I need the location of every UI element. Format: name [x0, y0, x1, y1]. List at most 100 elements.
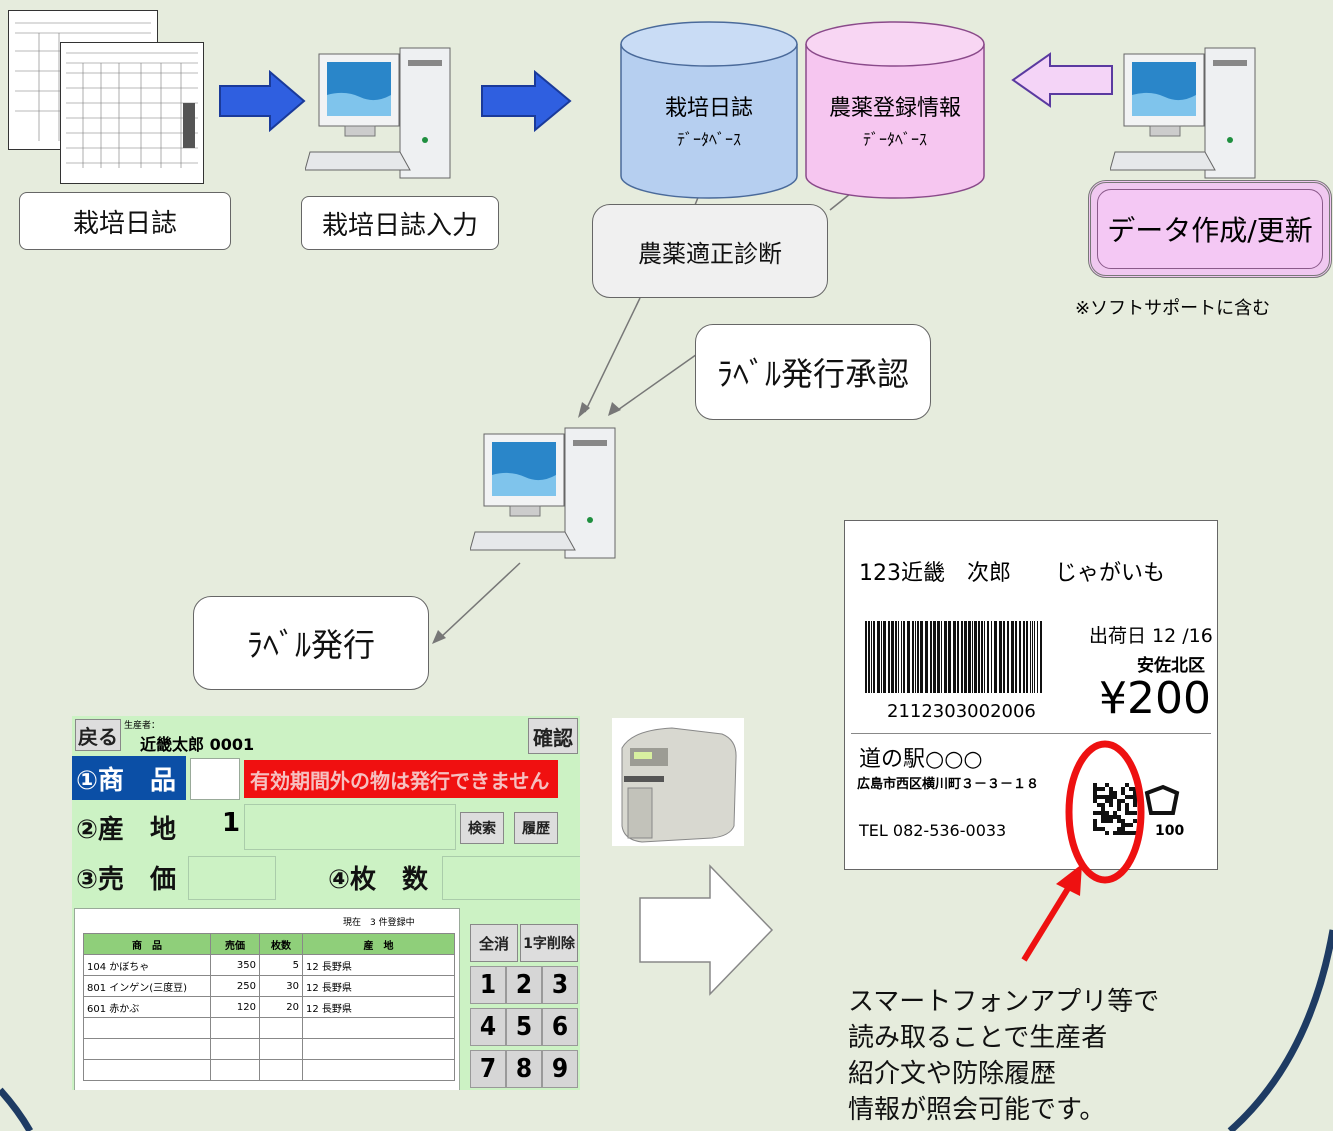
field-price-label[interactable]: ③売 価: [76, 864, 177, 895]
diary-label: 栽培日誌: [72, 208, 177, 239]
table-row[interactable]: 104 かぼちゃ 350 5 12 長野県: [83, 954, 455, 976]
callout-line2: 読み取ることで生産者: [848, 1023, 1108, 1053]
label-divider: [851, 733, 1211, 734]
db-pesticide-text: 農薬登録情報 ﾃﾞｰﾀﾍﾞｰｽ: [804, 90, 986, 150]
field-count-label[interactable]: ④枚 数: [328, 864, 429, 895]
db-pesticide-line2: ﾃﾞｰﾀﾍﾞｰｽ: [862, 130, 927, 149]
support-note: ※ソフトサポートに含む: [1075, 298, 1271, 319]
barcode-icon: [865, 621, 1042, 693]
approval-box: ﾗﾍﾞﾙ発行承認: [695, 324, 931, 420]
field-product-label[interactable]: ①商 品: [72, 756, 186, 800]
label-price: ¥200: [1099, 673, 1211, 724]
status-text: 現在 3 件登録中: [343, 918, 415, 928]
col-price: 売価: [210, 933, 260, 955]
field-price-input[interactable]: [188, 856, 276, 900]
cell-product: 801 インゲン(三度豆): [83, 975, 211, 997]
cell-origin: 12 長野県: [302, 975, 455, 997]
cell-count: 20: [259, 996, 303, 1018]
diagnosis-label: 農薬適正診断: [638, 239, 782, 268]
key-6-button[interactable]: 6: [542, 1008, 578, 1046]
key-2-button[interactable]: 2: [506, 966, 542, 1004]
col-origin: 産 地: [302, 933, 455, 955]
key-9-button[interactable]: 9: [542, 1050, 578, 1088]
document-table-icon: [66, 52, 198, 168]
delete-char-button[interactable]: 1字削除: [520, 924, 578, 962]
confirm-button[interactable]: 確認: [528, 718, 578, 754]
registered-table: 商 品 売価 枚数 産 地 104 かぼちゃ 350 5 12 長野県 801 …: [83, 933, 455, 1081]
diary-document-front: [60, 42, 204, 184]
history-button[interactable]: 履歴: [514, 812, 558, 844]
key-5-button[interactable]: 5: [506, 1008, 542, 1046]
printed-label: 123近畿 次郎 じゃがいも 2112303002006 出荷日 12 /16 …: [844, 520, 1218, 870]
arrow-right-icon: [481, 70, 572, 132]
label-ship-date: 出荷日 12 /16: [1089, 625, 1213, 647]
label-producer: 123近畿 次郎 じゃがいも: [859, 561, 1165, 586]
cell-price: 120: [210, 996, 260, 1018]
diary-input-label: 栽培日誌入力: [321, 210, 478, 241]
callout-text: スマートフォンアプリ等で 読み取ることで生産者 紹介文や防除履歴 情報が照会可能…: [848, 984, 1159, 1128]
field-origin-label[interactable]: ②産 地: [76, 814, 177, 845]
col-product: 商 品: [83, 933, 211, 955]
cell-count: 5: [259, 954, 303, 976]
table-row[interactable]: 601 赤かぶ 120 20 12 長野県: [83, 996, 455, 1018]
label-small-code: 100: [1155, 823, 1185, 839]
computer-icon: [470, 427, 616, 559]
key-1-button[interactable]: 1: [470, 966, 506, 1004]
cell-price: 350: [210, 954, 260, 976]
callout-line1: スマートフォンアプリ等で: [848, 987, 1160, 1017]
field-origin-input: [244, 804, 456, 850]
arrow-left-icon: [1011, 52, 1113, 108]
clear-all-button[interactable]: 全消: [470, 924, 518, 962]
cell-count: 30: [259, 975, 303, 997]
database-cylinder-icon: [805, 21, 985, 199]
key-3-button[interactable]: 3: [542, 966, 578, 1004]
callout-line3: 紹介文や防除履歴: [848, 1059, 1057, 1089]
field-origin-value[interactable]: 1: [222, 808, 241, 838]
table-row[interactable]: 801 インゲン(三度豆) 250 30 12 長野県: [83, 975, 455, 997]
red-arrow-icon: [1021, 864, 1082, 962]
diary-label-box: 栽培日誌: [19, 192, 231, 250]
db-diary-line2: ﾃﾞｰﾀﾍﾞｰｽ: [676, 130, 741, 149]
database-cylinder-icon: [620, 21, 798, 199]
key-8-button[interactable]: 8: [506, 1050, 542, 1088]
field-product-input[interactable]: [190, 758, 240, 800]
registered-list-panel: 現在 3 件登録中 商 品 売価 枚数 産 地 104 かぼちゃ 350 5 1…: [74, 908, 460, 1090]
db-diary-line1: 栽培日誌: [664, 96, 753, 121]
label-address: 広島市西区横川町３－３－１８: [857, 777, 1040, 792]
cell-product: 601 赤かぶ: [83, 996, 211, 1018]
diary-input-label-box: 栽培日誌入力: [301, 196, 499, 250]
col-count: 枚数: [259, 933, 303, 955]
cell-origin: 12 長野県: [302, 996, 455, 1018]
table-row: [83, 1017, 455, 1039]
label-shop: 道の駅○○○: [859, 747, 983, 772]
field-count-input[interactable]: [442, 856, 580, 900]
recycle-mark-icon: [1144, 784, 1180, 815]
arrow-right-icon: [219, 70, 306, 132]
error-message: 有効期間外の物は発行できません: [244, 760, 558, 798]
issue-box: ﾗﾍﾞﾙ発行: [193, 596, 429, 690]
qr-code-icon: [1093, 783, 1137, 835]
search-button[interactable]: 検索: [460, 812, 504, 844]
key-7-button[interactable]: 7: [470, 1050, 506, 1088]
back-button[interactable]: 戻る: [75, 719, 121, 751]
label-barcode-number: 2112303002006: [887, 701, 1036, 722]
data-update-box: データ作成/更新: [1088, 180, 1332, 278]
key-4-button[interactable]: 4: [470, 1008, 506, 1046]
approval-label: ﾗﾍﾞﾙ発行承認: [716, 355, 909, 393]
producer-caption: 生産者：: [124, 721, 161, 731]
db-diary-text: 栽培日誌 ﾃﾞｰﾀﾍﾞｰｽ: [619, 90, 799, 150]
cell-origin: 12 長野県: [302, 954, 455, 976]
computer-icon: [305, 47, 451, 179]
data-update-label: データ作成/更新: [1107, 214, 1313, 247]
callout-line4: 情報が照会可能です。: [848, 1095, 1106, 1125]
computer-icon: [1110, 47, 1256, 179]
producer-name: 近畿太郎 0001: [140, 735, 255, 754]
db-pesticide-line1: 農薬登録情報: [828, 96, 961, 121]
table-row: [83, 1059, 455, 1081]
label-area: 安佐北区: [1137, 656, 1205, 676]
table-row: [83, 1038, 455, 1060]
terminal-screen: 戻る 生産者： 近畿太郎 0001 確認 ①商 品 有効期間外の物は発行できませ…: [72, 716, 580, 1090]
cell-price: 250: [210, 975, 260, 997]
label-printer-icon: [612, 718, 744, 846]
